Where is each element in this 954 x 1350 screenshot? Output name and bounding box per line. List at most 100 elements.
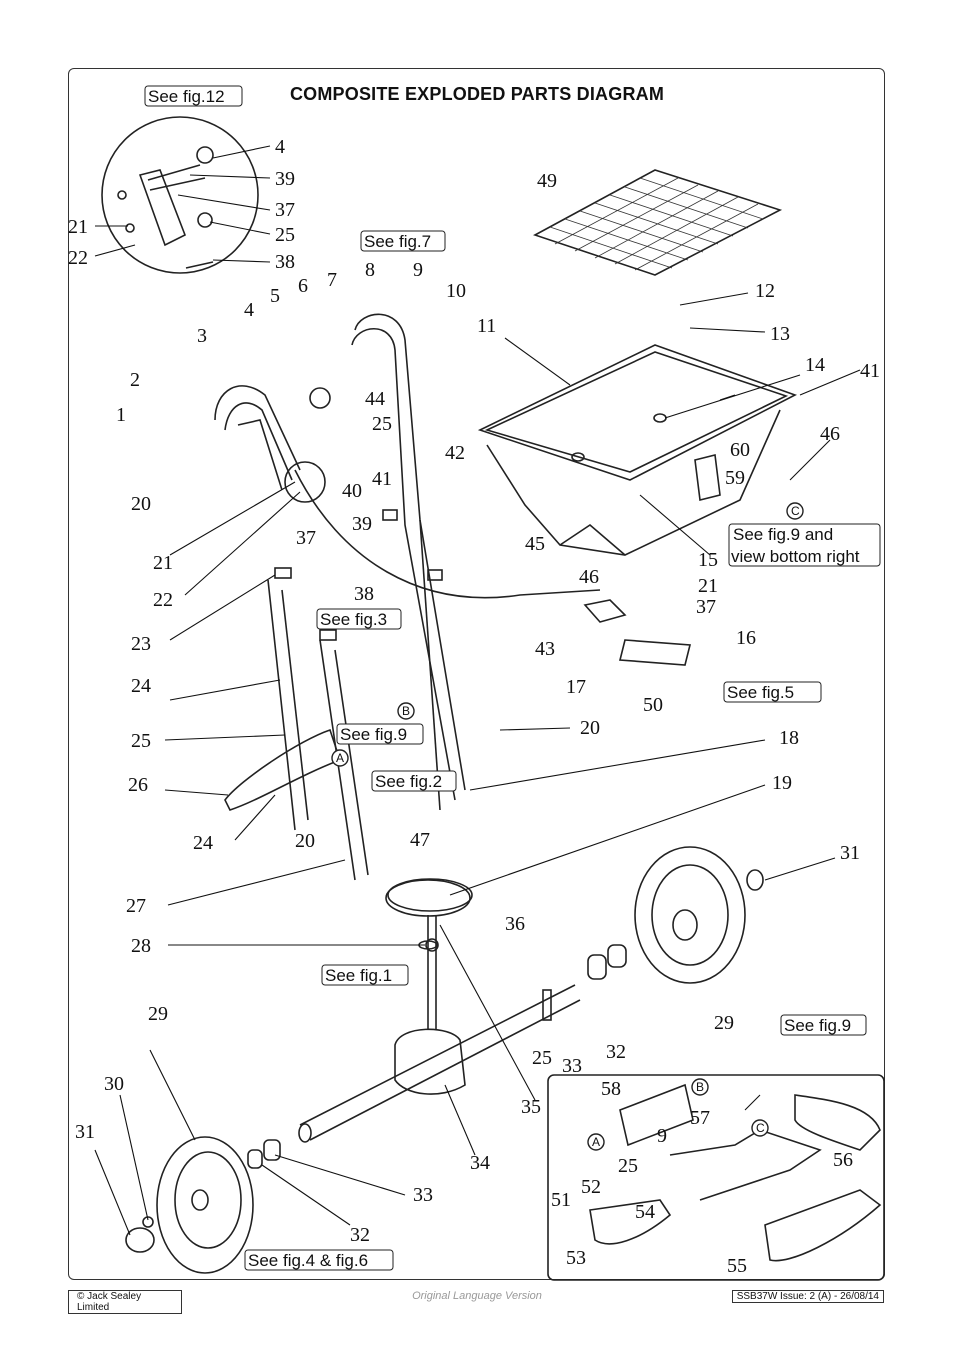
part-number: 31: [840, 842, 860, 864]
part-number: 37: [296, 527, 316, 549]
part-number: 42: [445, 442, 465, 464]
ref-fig9-view-line2: view bottom right: [731, 547, 860, 566]
part-number: 1: [116, 404, 126, 426]
part-number: 15: [698, 549, 718, 571]
circle-label-b: B: [402, 704, 410, 718]
part-number: 8: [365, 259, 375, 281]
part-number: 49: [537, 170, 557, 192]
diagram-frame: [68, 68, 885, 1280]
part-number: 7: [327, 269, 337, 291]
part-number: 20: [580, 717, 600, 739]
ref-fig12: See fig.12: [148, 87, 225, 106]
ref-fig5: See fig.5: [727, 683, 794, 702]
part-number: 4: [244, 299, 254, 321]
part-number: 53: [566, 1247, 586, 1269]
part-number: 6: [298, 275, 308, 297]
part-number: 20: [131, 493, 151, 515]
part-number: 14: [805, 354, 825, 376]
part-number: 46: [579, 566, 599, 588]
part-number: 25: [532, 1047, 552, 1069]
part-number: 16: [736, 627, 756, 649]
part-number: 21: [153, 552, 173, 574]
part-number: 25: [372, 413, 392, 435]
part-number: 31: [75, 1121, 95, 1143]
part-number: 20: [295, 830, 315, 852]
part-number: 55: [727, 1255, 747, 1277]
part-number: 10: [446, 280, 466, 302]
part-number: 12: [755, 280, 775, 302]
circle-label-a: A: [336, 751, 344, 765]
part-number: 25: [275, 224, 295, 246]
part-number: 47: [410, 829, 430, 851]
inset-label-c: C: [756, 1121, 765, 1135]
part-number: 36: [505, 913, 525, 935]
part-number: 38: [354, 583, 374, 605]
ref-fig7: See fig.7: [364, 232, 431, 251]
part-number: 26: [128, 774, 148, 796]
part-number: 44: [365, 388, 385, 410]
circle-label-c: C: [791, 504, 800, 518]
part-number: 45: [525, 533, 545, 555]
footer-copyright: © Jack Sealey Limited: [68, 1290, 182, 1314]
ref-fig4-fig6: See fig.4 & fig.6: [248, 1251, 368, 1270]
part-number: 40: [342, 480, 362, 502]
part-number: 57: [690, 1107, 710, 1129]
part-number: 60: [730, 439, 750, 461]
part-number: 27: [126, 895, 146, 917]
part-number: 3: [197, 325, 207, 347]
ref-fig9-a: See fig.9: [340, 725, 407, 744]
part-number: 22: [68, 247, 88, 269]
part-number: 25: [618, 1155, 638, 1177]
part-number: 54: [635, 1201, 655, 1223]
part-number: 17: [566, 676, 586, 698]
part-number: 52: [581, 1176, 601, 1198]
ref-fig9-b: See fig.9: [784, 1016, 851, 1035]
part-number: 24: [193, 832, 213, 854]
part-number: 43: [535, 638, 555, 660]
part-number: 2: [130, 369, 140, 391]
part-number: 32: [350, 1224, 370, 1246]
page-title: COMPOSITE EXPLODED PARTS DIAGRAM: [289, 84, 665, 104]
part-number: 30: [104, 1073, 124, 1095]
detail-circle: [101, 116, 259, 274]
part-number: 41: [860, 360, 880, 382]
part-number: 22: [153, 589, 173, 611]
part-number: 33: [413, 1184, 433, 1206]
part-number: 11: [477, 315, 496, 337]
part-number: 38: [275, 251, 295, 273]
part-number: 51: [551, 1189, 571, 1211]
part-number: 19: [772, 772, 792, 794]
part-number: 21: [698, 575, 718, 597]
part-number: 58: [601, 1078, 621, 1100]
part-number: 39: [352, 513, 372, 535]
footer-language: Original Language Version: [412, 1290, 542, 1302]
part-number: 29: [148, 1003, 168, 1025]
part-number: 46: [820, 423, 840, 445]
part-number: 34: [470, 1152, 490, 1174]
part-number: 50: [643, 694, 663, 716]
part-number: 5: [270, 285, 280, 307]
part-number: 28: [131, 935, 151, 957]
part-number: 35: [521, 1096, 541, 1118]
inset-label-a: A: [592, 1135, 600, 1149]
part-number: 13: [770, 323, 790, 345]
ref-fig2: See fig.2: [375, 772, 442, 791]
part-number-labels: 4 39 37 21 25 22 38 49 12 13 8 9 10 7 6 …: [68, 136, 880, 1277]
part-number: 21: [68, 216, 88, 238]
part-number: 23: [131, 633, 151, 655]
part-number: 25: [131, 730, 151, 752]
part-number: 39: [275, 168, 295, 190]
part-number: 29: [714, 1012, 734, 1034]
part-number: 4: [275, 136, 285, 158]
ref-fig9-view-line1: See fig.9 and: [733, 525, 833, 544]
footer-issue: SSB37W Issue: 2 (A) - 26/08/14: [731, 1290, 884, 1303]
part-number: 18: [779, 727, 799, 749]
part-number: 32: [606, 1041, 626, 1063]
inset-label-b: B: [696, 1080, 704, 1094]
ref-fig3: See fig.3: [320, 610, 387, 629]
part-number: 24: [131, 675, 151, 697]
part-number: 41: [372, 468, 392, 490]
part-number: 37: [696, 596, 716, 618]
part-number: 59: [725, 467, 745, 489]
